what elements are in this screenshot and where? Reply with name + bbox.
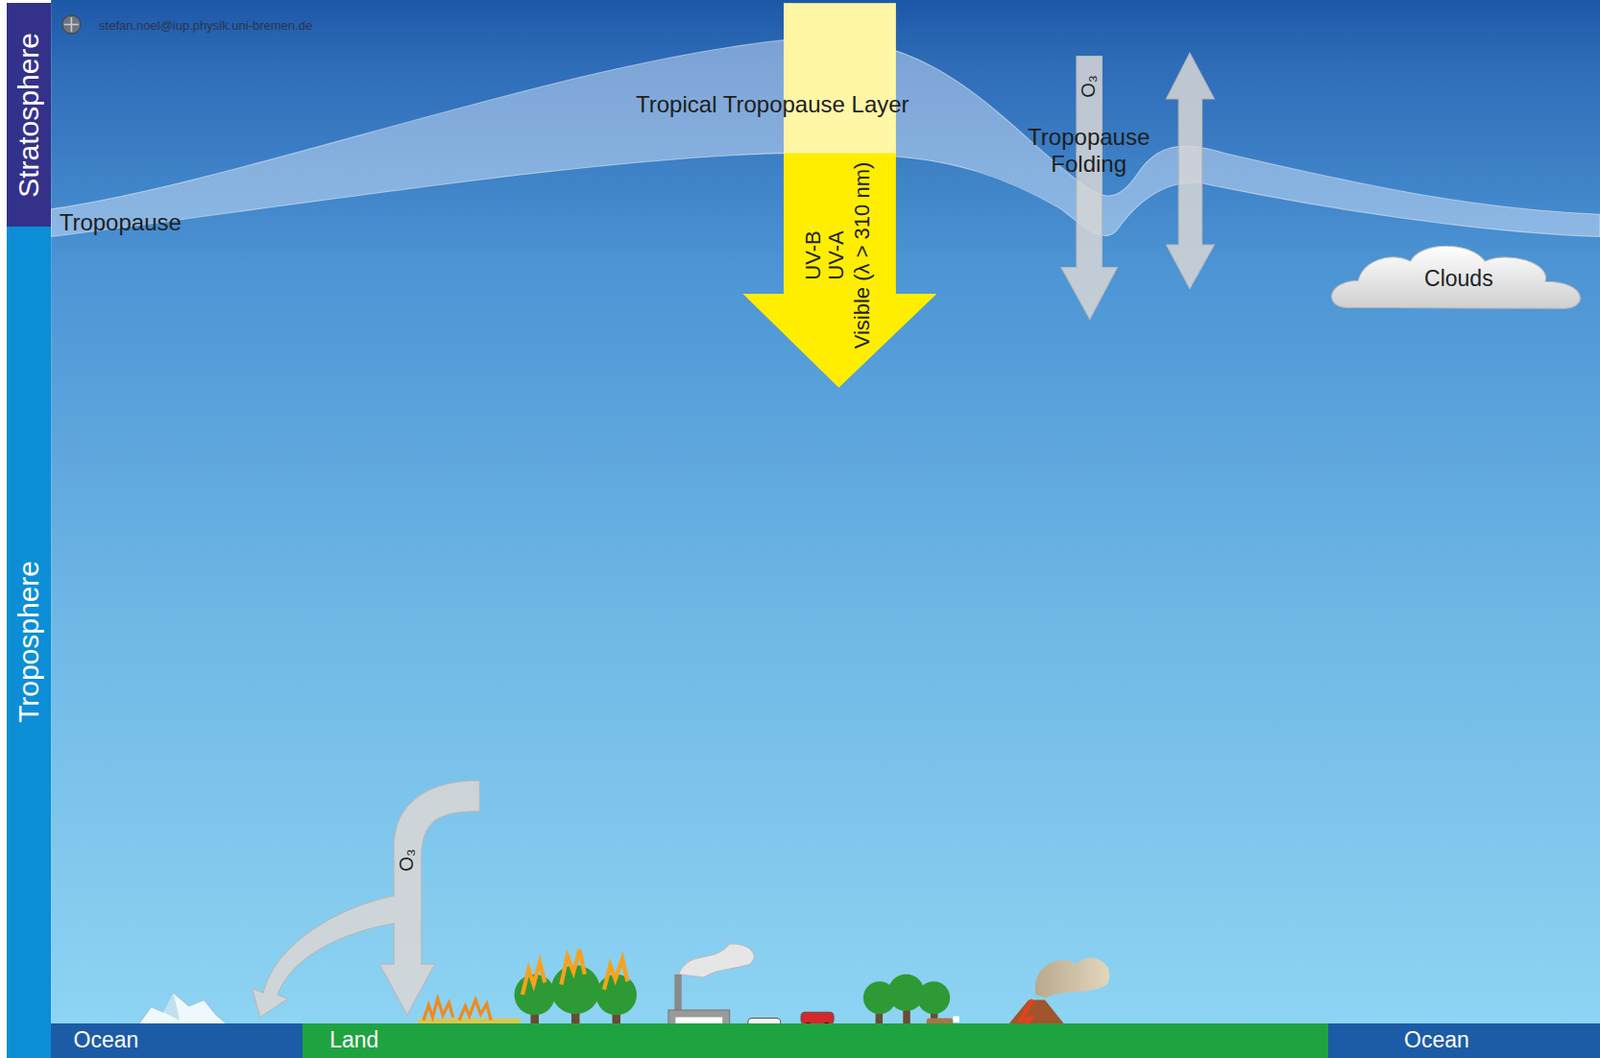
- grass-fire: [423, 998, 491, 1020]
- layer-band: Stratosphere: [6, 2, 51, 227]
- iceberg-shade: [163, 993, 180, 1021]
- tree-fire: [522, 949, 628, 995]
- exchange-double-arrow: [1165, 52, 1214, 289]
- volcano-smoke: [1035, 958, 1110, 999]
- layer-band: Troposphere: [6, 226, 51, 1058]
- layer-name: Troposphere: [14, 560, 44, 724]
- surface-strip: Ocean: [1328, 1023, 1600, 1058]
- ozone-deposition-arrow: [251, 780, 480, 1019]
- sky-background: [50, 0, 1600, 1058]
- logo-icon-detail: [64, 17, 79, 32]
- radiation-label: Visible (λ > 310 nm): [849, 161, 874, 349]
- process-label: Tropopause Folding: [1012, 124, 1166, 178]
- logo-icon: [62, 15, 81, 34]
- region-name: Ocean: [1404, 1029, 1470, 1052]
- cow-patch: [952, 1016, 959, 1022]
- surface-strip: Ocean: [50, 1023, 302, 1058]
- region-name: Clouds: [1424, 267, 1494, 291]
- region-name: Ocean: [73, 1029, 140, 1052]
- species-label: O₃: [394, 848, 417, 873]
- layer-label: Tropical Tropopause Layer: [635, 92, 910, 120]
- species-label: O₃: [1076, 74, 1099, 98]
- radiation-arrow: [743, 152, 938, 388]
- factory-chimney: [674, 974, 681, 1014]
- ozone-down-arrow: [1061, 55, 1117, 319]
- radiation-arrow-pale: [783, 2, 897, 156]
- radiation-label: UV-B: [800, 230, 825, 280]
- tree-crown: [917, 981, 950, 1015]
- region-name: Land: [329, 1029, 379, 1052]
- cloud-shape: Clouds: [1328, 242, 1589, 315]
- cloud-path: [1332, 245, 1581, 309]
- layer-name: Stratosphere: [14, 32, 44, 198]
- boundary-label: Tropopause: [59, 209, 182, 237]
- radiation-label: UV-A: [824, 230, 849, 280]
- surface-strip: Land: [302, 1023, 1330, 1058]
- factory-smoke: [678, 944, 755, 978]
- watermark: stefan.noel@iup.physik.uni-bremen.de: [98, 18, 313, 33]
